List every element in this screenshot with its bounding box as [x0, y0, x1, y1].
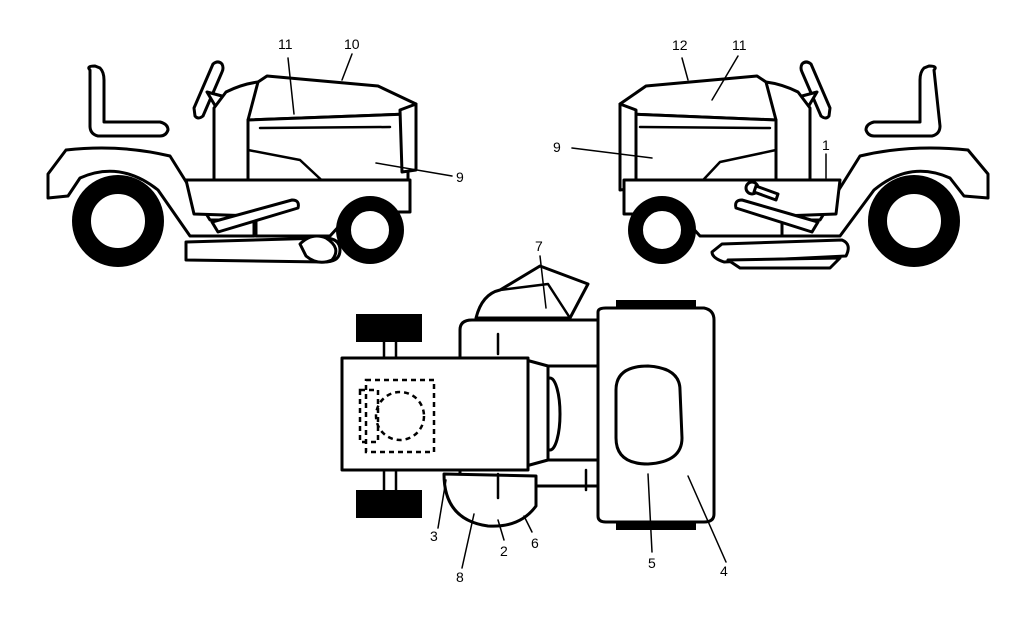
front-tire-bottom [356, 490, 422, 518]
right-side-view: 12 11 9 1 [553, 37, 990, 270]
leader-line [497, 519, 505, 541]
leader-line [461, 513, 475, 569]
lift-lever [752, 184, 780, 202]
steering-wheel [192, 60, 225, 120]
rear-wheel-hub [885, 192, 943, 250]
pedal [210, 198, 300, 234]
discharge-chute [474, 264, 590, 320]
front-wheel-hub [349, 209, 391, 251]
left-side-view: 11 10 9 [46, 36, 464, 267]
engine-flywheel [374, 390, 426, 442]
front-wheel-hub [641, 209, 683, 251]
callout-8: 8 [456, 569, 464, 585]
pedal [734, 198, 820, 234]
callout-2: 2 [500, 543, 508, 559]
callout-11: 11 [278, 36, 293, 52]
leader-line [687, 475, 727, 563]
callout-9: 9 [553, 139, 561, 155]
leader-line [571, 147, 653, 159]
leader-line [341, 53, 353, 81]
callout-11: 11 [732, 37, 747, 53]
hood-crease-2 [638, 125, 772, 130]
leader-line [523, 515, 533, 533]
callout-1: 1 [822, 137, 830, 153]
leader-line [711, 55, 739, 101]
front-tire-top [356, 314, 422, 342]
seat [87, 64, 170, 138]
callout-12: 12 [672, 37, 688, 53]
leader-line [437, 479, 447, 529]
callout-10: 10 [344, 36, 360, 52]
hood-crease-2 [258, 125, 392, 130]
seat [614, 364, 684, 466]
front-grille [618, 102, 638, 192]
leader-line [647, 473, 653, 553]
callout-5: 5 [648, 555, 656, 571]
leader-line [287, 57, 295, 115]
steering-wheel [799, 60, 832, 120]
callout-3: 3 [430, 528, 438, 544]
rear-wheel-hub [89, 192, 147, 250]
engine-outline [364, 378, 436, 454]
callout-7: 7 [535, 238, 543, 254]
chute-edge [498, 282, 572, 320]
callout-9: 9 [456, 169, 464, 185]
top-view: 7 3 2 6 8 5 4 [340, 238, 728, 585]
front-grille [398, 102, 418, 174]
deck-skirt [726, 256, 842, 270]
leader-line [539, 255, 547, 309]
deck-lobe [442, 472, 538, 528]
hood-side [246, 112, 410, 182]
callout-4: 4 [720, 563, 728, 579]
seat [864, 64, 942, 138]
engine-filter [358, 388, 380, 444]
leader-line [681, 57, 689, 81]
callout-6: 6 [531, 535, 539, 551]
deck-chute [298, 234, 338, 264]
frame-rail [622, 178, 842, 238]
hood-side [626, 112, 778, 188]
leader-line [375, 162, 453, 177]
